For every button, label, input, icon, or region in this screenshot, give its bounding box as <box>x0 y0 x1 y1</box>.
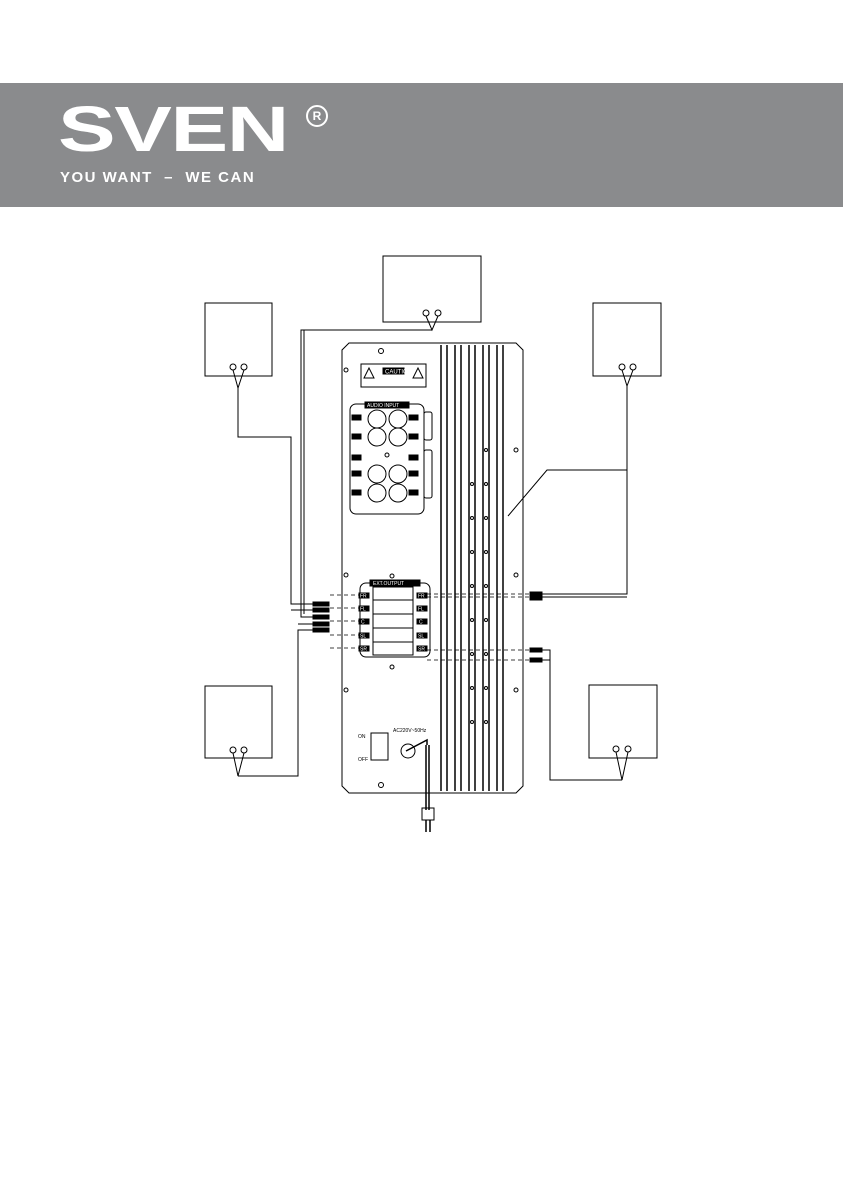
subwoofer-panel <box>342 343 523 793</box>
out-left-label: FL <box>360 607 366 613</box>
ext-output-label: EXT.OUTPUT <box>373 581 404 587</box>
out-left-label: SR <box>360 647 367 653</box>
speaker-surround-left <box>205 686 272 758</box>
switch-on-label: ON <box>358 734 366 740</box>
caution-label <box>361 364 426 387</box>
out-right-label: SL <box>418 634 424 640</box>
audio-input-block <box>350 402 432 514</box>
wire-front-right <box>540 370 633 597</box>
wire-center <box>301 316 438 617</box>
wire-surround-right <box>540 650 628 780</box>
speaker-surround-right <box>589 685 657 758</box>
caution-title: CAUTION <box>385 370 412 376</box>
heatsink-fins <box>441 345 503 791</box>
out-right-label: FR <box>418 594 425 600</box>
out-left-label: C <box>361 620 365 626</box>
pointer-line <box>508 470 627 516</box>
power-socket <box>401 740 434 832</box>
speaker-front-right <box>593 303 661 376</box>
out-right-label: SR <box>418 647 425 653</box>
heatsink-screws <box>471 449 488 724</box>
power-switch <box>371 733 388 760</box>
speaker-center <box>383 256 481 322</box>
out-right-label: FL <box>418 607 424 613</box>
speaker-front-left <box>205 303 272 376</box>
switch-off-label: OFF <box>358 757 368 763</box>
out-left-label: FR <box>360 594 367 600</box>
out-right-label: C <box>419 620 423 626</box>
out-left-label: SL <box>360 634 366 640</box>
audio-input-label: AUDIO INPUT <box>367 403 399 409</box>
power-label: AC220V~50Hz <box>393 728 427 734</box>
output-channel-labels: FR FL C SL SR FR FL C SL SR <box>360 594 425 653</box>
